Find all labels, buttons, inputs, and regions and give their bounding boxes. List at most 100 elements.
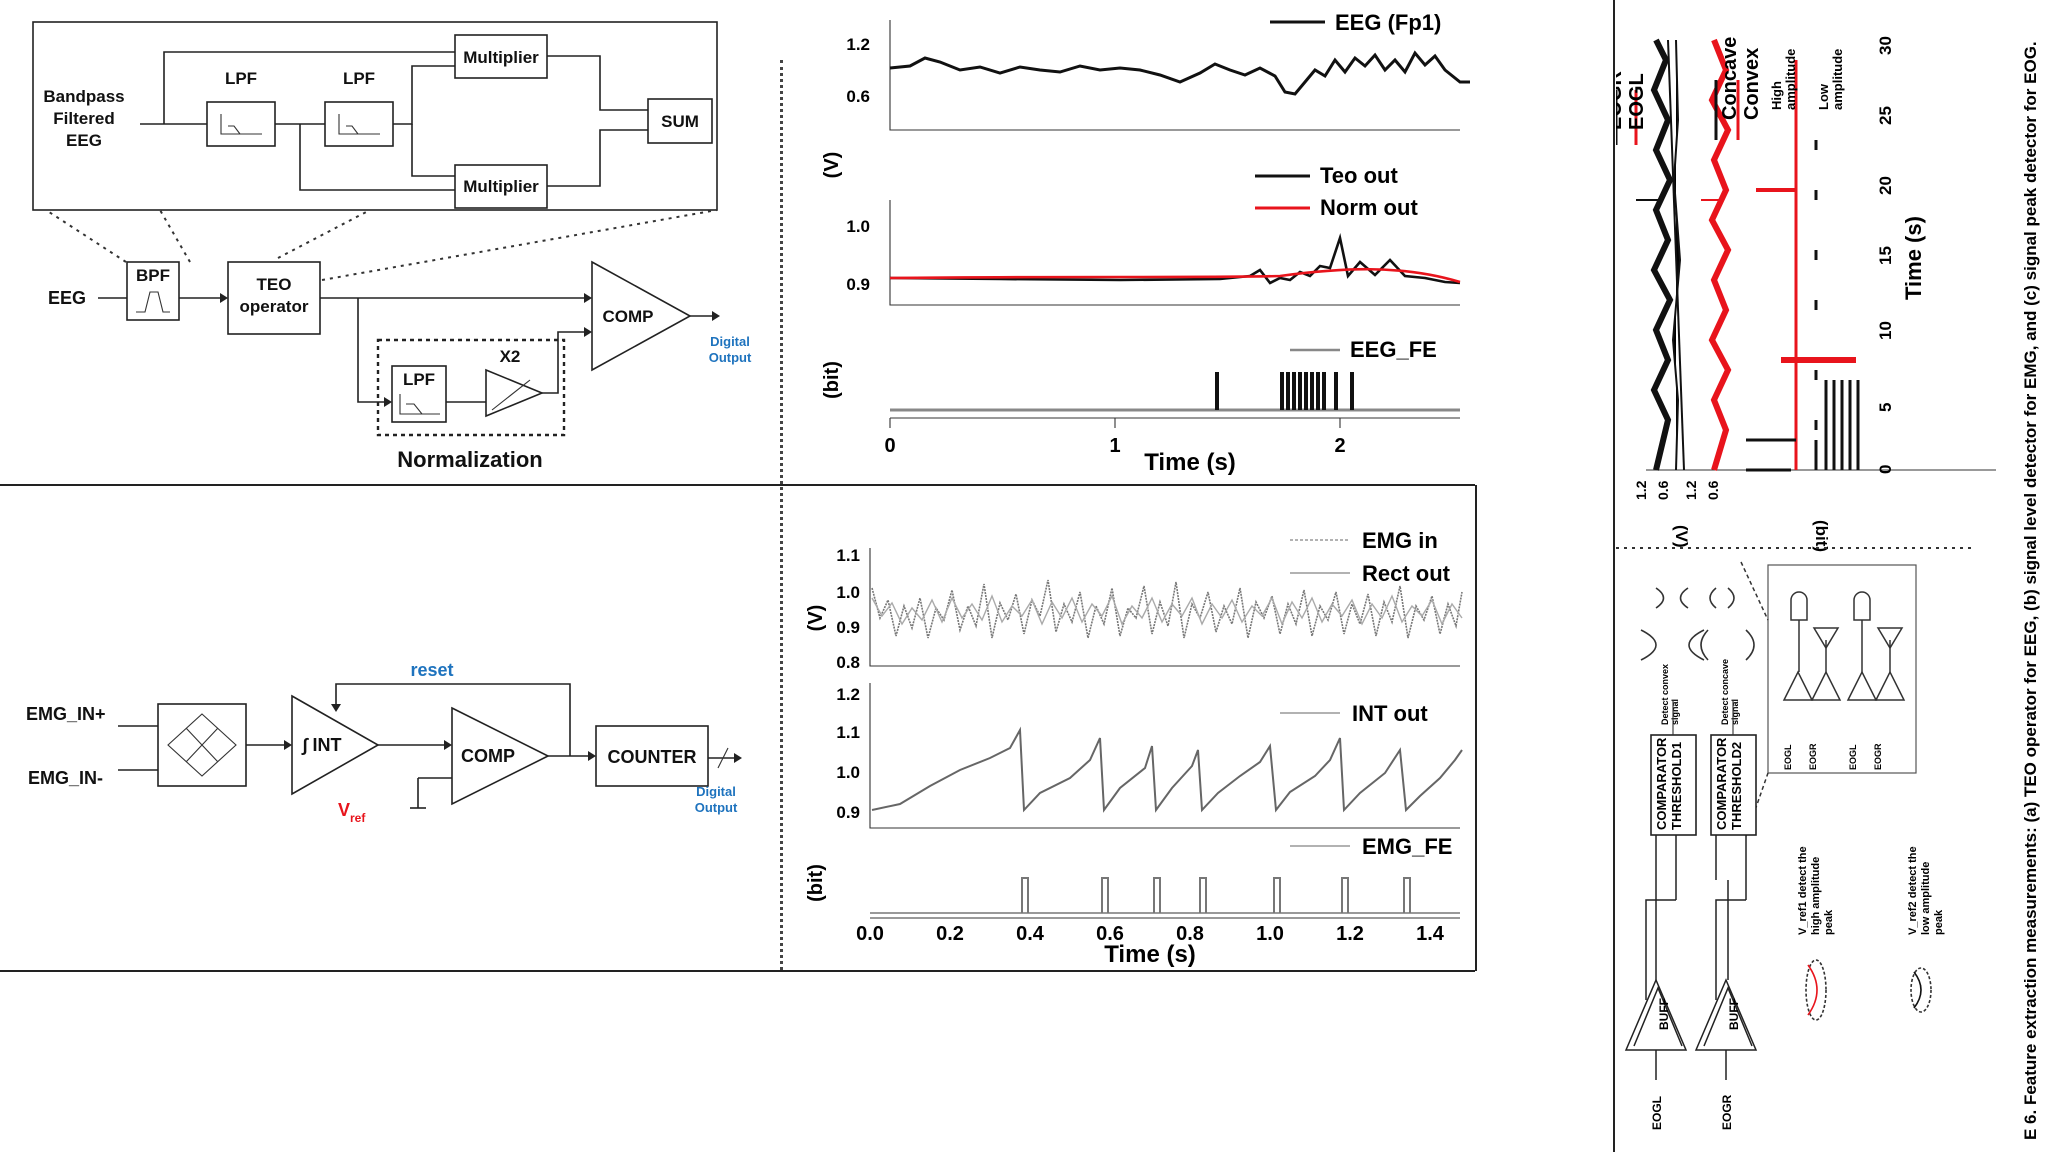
norm-out-trace (889, 267, 1461, 284)
legend-concave: Concave (1719, 37, 1741, 120)
legend-eogr: EOGR (1616, 71, 1626, 130)
eeg-xlabel: Time (s) (1144, 449, 1236, 476)
eog-xtick-5: 5 (1876, 403, 1895, 412)
emg-in-plus-label: EMG_IN+ (26, 704, 106, 724)
horizontal-divider (0, 484, 1475, 486)
legend-eeg-fe: EEG_FE (1350, 337, 1437, 362)
eeg-ytick-1-2: 1.2 (846, 35, 870, 54)
emg-xtick-2: 0.4 (1016, 923, 1045, 945)
emg-ytick-mid-1: 1.2 (836, 685, 860, 704)
emg-xtick-6: 1.2 (1336, 923, 1364, 945)
legend-convex: Convex (1741, 48, 1763, 120)
emg-fe-pulses (1021, 877, 1411, 913)
eeg-ytick-0-6: 0.6 (846, 87, 870, 106)
eog-xtick-10: 10 (1876, 321, 1895, 340)
emg-in-minus-label: EMG_IN- (28, 768, 103, 788)
emg-xlabel: Time (s) (1104, 941, 1196, 968)
buff-label-2: BUFF (1727, 998, 1741, 1030)
legend-eogl: EOGL (1626, 73, 1648, 130)
emg-ylabel-bit: (bit) (805, 864, 827, 902)
normalization-label: Normalization (397, 447, 542, 472)
legend-emg-fe: EMG_FE (1362, 834, 1452, 859)
eog-xlabel: Time (s) (1901, 216, 1926, 300)
logic-gates (1782, 591, 1906, 701)
eog-ytick-3: 1.2 (1683, 480, 1699, 500)
inset-lpf2 (324, 101, 394, 147)
counter-label: COUNTER (608, 747, 697, 767)
int-label: ∫ INT (302, 735, 342, 755)
eeg-xtick-1: 1 (1109, 435, 1120, 457)
emg-ylabel-v: (V) (805, 605, 827, 632)
multiplier-2-label: Multiplier (463, 177, 539, 196)
emg-xtick-4: 0.8 (1176, 923, 1204, 945)
eog-xtick-20: 20 (1876, 176, 1895, 195)
eog-ytick-2: 0.6 (1655, 480, 1671, 500)
legend-teo-out: Teo out (1320, 163, 1398, 188)
low-peak-note: V_ref2 detect thelow amplitudepeak (1907, 846, 1945, 935)
normalization-frame (376, 338, 566, 437)
sum-label: SUM (661, 112, 699, 131)
eog-xtick-0: 0 (1876, 465, 1895, 474)
comparator2-label: COMPARATORTHRESHOLD2 (1714, 737, 1744, 830)
x2-label: X2 (500, 347, 521, 366)
counter-block (595, 725, 709, 787)
rect-out-trace (871, 594, 1463, 626)
eog-ytick-1: 1.2 (1633, 480, 1649, 500)
logic-inset-frame (1767, 564, 1917, 774)
emg-ytick-top-1: 1.1 (836, 546, 860, 565)
legend-low-amplitude: Lowamplitude (1816, 49, 1845, 110)
eog-ylabel-v: (V) (1672, 525, 1691, 548)
vertical-dotted-divider (780, 60, 783, 970)
emg-ytick-mid-3: 1.0 (836, 763, 860, 782)
emg-xtick-7: 1.4 (1416, 923, 1445, 945)
logic-eogr-1: EOGR (1808, 743, 1818, 770)
emg-in-trace (871, 579, 1463, 639)
detect-convex-label: Detect convexsignal (1660, 664, 1680, 725)
legend-rect-out: Rect out (1362, 561, 1451, 586)
emg-comp-label: COMP (461, 746, 515, 766)
legend-emg-in: EMG in (1362, 528, 1438, 553)
logic-eogl-1: EOGL (1783, 744, 1793, 770)
eogr-trace (1650, 38, 1674, 471)
comp-label: COMP (603, 307, 654, 326)
eog-ylabel-bit: (bit) (1812, 520, 1831, 552)
figure-caption: E 6. Feature extraction measurements: (a… (2021, 41, 2040, 1140)
eeg-fe-pulses (1215, 372, 1354, 410)
emg-xtick-3: 0.6 (1096, 923, 1124, 945)
emg-ytick-top-3: 0.9 (836, 618, 860, 637)
legend-eeg-fp1: EEG (Fp1) (1335, 10, 1441, 35)
comparator-threshold2 (1710, 734, 1757, 836)
right-divider (1475, 485, 1477, 971)
logic-eogr-2: EOGR (1873, 743, 1883, 770)
inset-lpf1 (206, 101, 276, 147)
emg-ytick-top-4: 0.8 (836, 653, 860, 672)
eeg-xtick-0: 0 (884, 435, 895, 457)
buffer-array (1624, 835, 1758, 1080)
eog-ytick-4: 0.6 (1705, 480, 1721, 500)
bpf-label: BPF (136, 266, 170, 285)
legend-int-out: INT out (1352, 701, 1428, 726)
emg-block-diagram: EMG_IN+ EMG_IN- ∫ INT COMP Vref reset CO… (0, 488, 770, 968)
eeg-ytick-0-9: 0.9 (846, 275, 870, 294)
comp-block (591, 260, 692, 372)
multiplier-1-label: Multiplier (463, 48, 539, 67)
emg-xtick-1: 0.2 (936, 923, 964, 945)
norm-lpf-block (391, 365, 447, 423)
eogl-input-label: EOGL (1650, 1096, 1664, 1130)
emg-xtick-5: 1.0 (1256, 923, 1284, 945)
inset-lpf2-label: LPF (343, 69, 375, 88)
eeg-input-label: EEG (48, 288, 86, 308)
eog-xtick-25: 25 (1876, 106, 1895, 125)
emg-waveform-plot: 1.1 1.0 0.9 0.8 EMG in Rect out (V) 1.2 … (800, 488, 1470, 968)
eeg-ylabel-v: (V) (821, 152, 843, 179)
eeg-ytick-1-0: 1.0 (846, 217, 870, 236)
emg-ytick-mid-2: 1.1 (836, 723, 860, 742)
buff-label-1: BUFF (1657, 998, 1671, 1030)
panel-c-divider (1613, 0, 1615, 1152)
eeg-ylabel-bit: (bit) (821, 361, 843, 399)
